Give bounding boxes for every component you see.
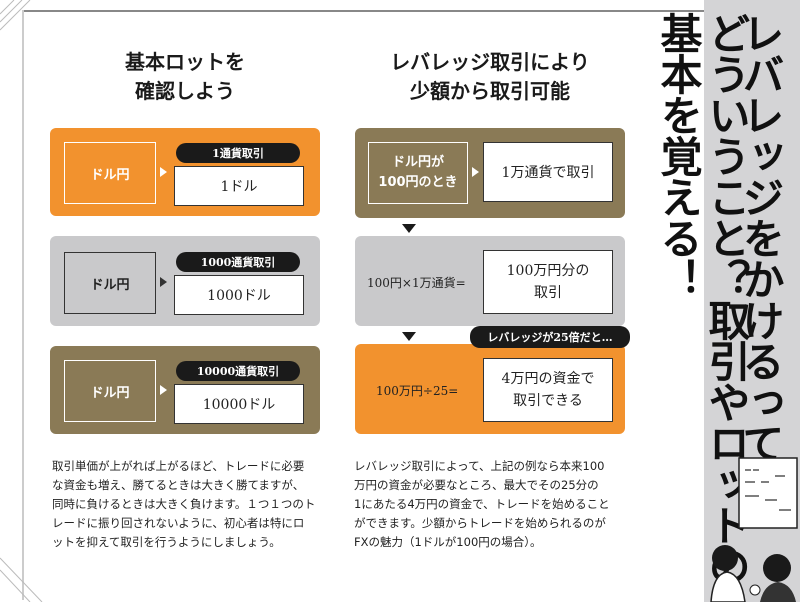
left-body-line: な資金も増え、勝てるときは大きく勝てますが、 (52, 478, 305, 492)
lot-amount-2: 1000ドル (174, 275, 304, 315)
lot-pair-label-3: ドル円 (64, 360, 156, 422)
arrow-down-icon (402, 224, 416, 233)
right-body-line: レバレッジ取引によって、上記の例なら本来100 (354, 459, 605, 473)
arrow-right-icon (160, 277, 167, 287)
lot-pair-label-1: ドル円 (64, 142, 156, 204)
step3-result-line-1: 4万円の資金で (501, 371, 595, 387)
lot-amount-1: 1ドル (174, 166, 304, 206)
lot-badge-3: 10000通貨取引 (176, 361, 300, 381)
step1-label-line-2: 100円のとき (378, 175, 458, 190)
arrow-right-icon (160, 385, 167, 395)
lot-badge-1: 1通貨取引 (176, 143, 300, 163)
left-body-line: レードに振り回されないように、初心者は特にロ (52, 516, 305, 530)
left-body-line: 取引単価が上がれば上がるほど、トレードに必要 (52, 459, 305, 473)
leverage-step-3-formula: 100万円÷25= (376, 384, 459, 398)
leverage-step-2-formula: 100円×1万通貨= (367, 276, 466, 290)
leverage-step-1-label: ドル円が 100円のとき (368, 142, 468, 204)
left-title-line-2: 確認しよう (135, 79, 235, 103)
corner-decoration-bottom (0, 557, 43, 602)
left-body-line: ットを抑えて取引を行うようにしましょう。 (52, 535, 281, 549)
left-body-line: 同時に負けるときは大きく負けます。１つ１つのト (52, 497, 316, 511)
right-body-line: 1にあたる4万円の資金で、トレードを始めること (354, 497, 610, 511)
lot-pair-label-2: ドル円 (64, 252, 156, 314)
right-title-line-1: レバレッジ取引により (390, 50, 590, 74)
vertical-title-line-1: レバレッジをかけるって (736, 12, 785, 463)
right-body-text: レバレッジ取引によって、上記の例なら本来100 万円の資金が必要なところ、最大で… (354, 457, 644, 552)
frame-left-line (22, 10, 24, 600)
left-section-title: 基本ロットを 確認しよう (50, 48, 320, 106)
right-body-line: ができます。少額からトレードを始められるのが (354, 516, 606, 530)
arrow-down-icon (402, 332, 416, 341)
left-title-line-1: 基本ロットを (125, 50, 245, 74)
lot-badge-2: 1000通貨取引 (176, 252, 300, 272)
frame-top-line (22, 10, 732, 12)
leverage-step-2-result: 100万円分の 取引 (483, 250, 613, 314)
corner-decoration (0, 0, 31, 31)
right-section-title: レバレッジ取引により 少額から取引可能 (345, 48, 635, 106)
arrow-right-icon (160, 167, 167, 177)
step3-result-line-2: 取引できる (513, 393, 583, 409)
right-body-line: FXの魅力（1ドルが100円の場合）。 (354, 535, 542, 549)
lot-amount-3: 10000ドル (174, 384, 304, 424)
leverage-step-1-result: 1万通貨で取引 (483, 142, 613, 202)
step2-result-line-2: 取引 (534, 285, 562, 301)
vertical-title-line-2: どういうこと？取引やロットの基本を覚える！ (654, 12, 751, 586)
step2-result-line-1: 100万円分の (506, 263, 590, 279)
leverage-step-3-result: 4万円の資金で 取引できる (483, 358, 613, 422)
right-body-line: 万円の資金が必要なところ、最大でその25分の (354, 478, 599, 492)
leverage-step-3-badge: レバレッジが25倍だと… (470, 326, 630, 348)
right-title-line-2: 少額から取引可能 (410, 79, 570, 103)
left-body-text: 取引単価が上がれば上がるほど、トレードに必要 な資金も増え、勝てるときは大きく勝… (52, 457, 332, 552)
step1-label-line-1: ドル円が (391, 155, 444, 170)
arrow-right-icon (472, 167, 479, 177)
people-sketch-illustration (710, 457, 798, 602)
